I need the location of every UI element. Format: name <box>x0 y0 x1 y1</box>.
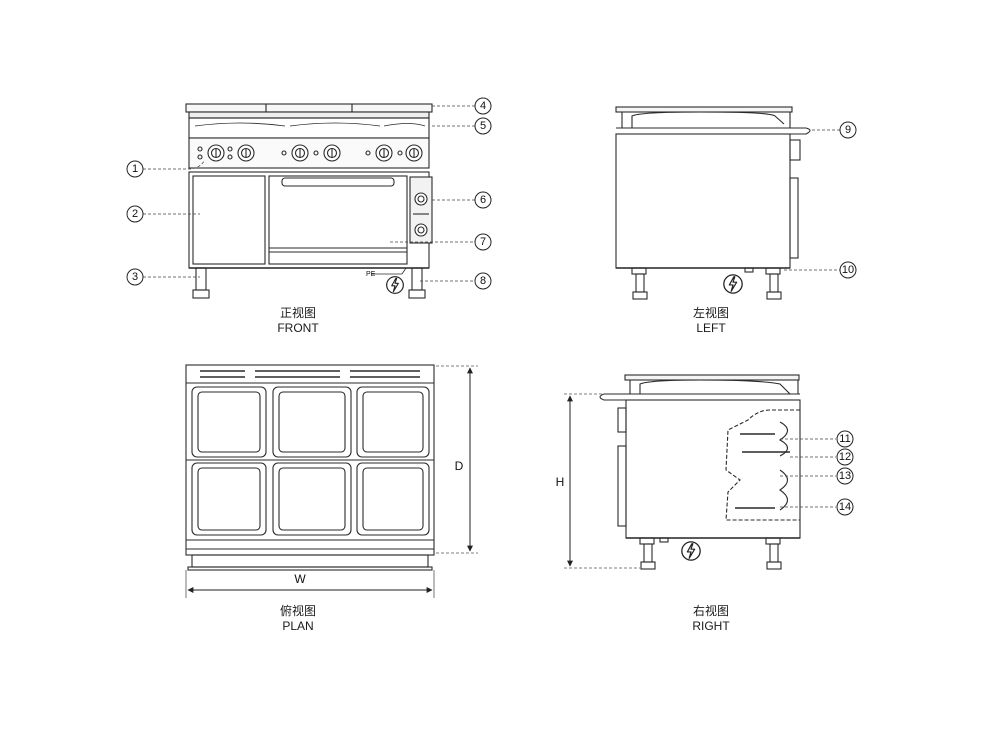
svg-text:8: 8 <box>480 275 486 287</box>
callout-1: 1 <box>126 160 144 178</box>
callout-8: 8 <box>474 272 492 290</box>
dimension-depth: D <box>436 365 478 554</box>
control-knobs <box>197 144 423 162</box>
callout-4: 4 <box>474 97 492 115</box>
plan-caption: 俯视图 PLAN <box>228 604 368 634</box>
plan-label-cn: 俯视图 <box>279 604 316 618</box>
leader-lines <box>143 105 840 508</box>
svg-text:6: 6 <box>480 194 486 206</box>
svg-text:7: 7 <box>480 236 486 248</box>
svg-text:13: 13 <box>839 470 851 482</box>
right-label-en: RIGHT <box>692 619 730 633</box>
svg-text:H: H <box>556 475 565 489</box>
svg-text:W: W <box>294 572 306 586</box>
dimension-height: H <box>556 393 640 569</box>
svg-text:10: 10 <box>842 264 854 276</box>
power-icon-left <box>723 274 743 294</box>
callout-14: 14 <box>836 498 854 516</box>
callout-9: 9 <box>839 121 857 139</box>
right-view <box>599 374 801 570</box>
svg-text:9: 9 <box>845 124 851 136</box>
svg-text:14: 14 <box>839 501 851 513</box>
svg-text:2: 2 <box>132 208 138 220</box>
svg-text:1: 1 <box>132 163 138 175</box>
svg-text:3: 3 <box>132 271 138 283</box>
pe-label: PE <box>366 271 376 278</box>
svg-text:12: 12 <box>839 451 851 463</box>
callout-6: 6 <box>474 191 492 209</box>
front-caption: 正视图 FRONT <box>228 306 368 336</box>
callout-5: 5 <box>474 117 492 135</box>
left-view <box>615 106 811 300</box>
left-caption: 左视图 LEFT <box>641 306 781 336</box>
svg-text:11: 11 <box>839 433 850 445</box>
dimension-width: W <box>185 570 435 598</box>
callout-11: 11 <box>836 430 854 448</box>
callout-10: 10 <box>839 261 857 279</box>
callout-7: 7 <box>474 233 492 251</box>
plan-label-en: PLAN <box>282 619 314 633</box>
callout-3: 3 <box>126 268 144 286</box>
svg-text:4: 4 <box>480 100 486 112</box>
right-caption: 右视图 RIGHT <box>641 604 781 634</box>
right-label-cn: 右视图 <box>692 604 729 618</box>
left-label-cn: 左视图 <box>692 306 729 320</box>
callout-13: 13 <box>836 467 854 485</box>
plan-view <box>185 364 435 571</box>
svg-text:D: D <box>455 459 464 473</box>
callout-12: 12 <box>836 448 854 466</box>
front-label-en: FRONT <box>277 321 319 335</box>
front-view <box>185 103 433 299</box>
front-label-cn: 正视图 <box>279 306 316 320</box>
power-icon <box>386 276 404 294</box>
left-label-en: LEFT <box>696 321 726 335</box>
power-icon-right <box>681 541 701 561</box>
callout-2: 2 <box>126 205 144 223</box>
svg-text:5: 5 <box>480 120 486 132</box>
